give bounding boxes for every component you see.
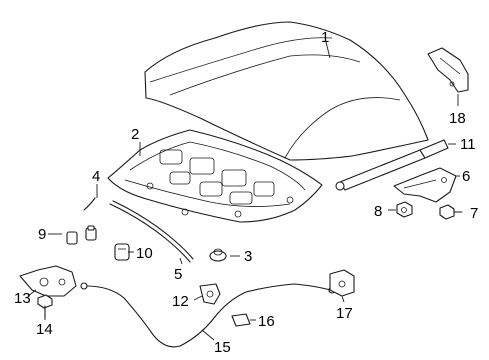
callout-4: 4 [92, 168, 100, 185]
leader-lines [27, 41, 460, 341]
part-lift-strut [335, 139, 449, 191]
callout-8: 8 [374, 203, 382, 220]
part-rod-clip [114, 243, 130, 261]
callout-5: 5 [174, 266, 182, 283]
callout-12: 12 [172, 293, 189, 310]
callout-14: 14 [36, 321, 53, 338]
callout-7: 7 [470, 205, 478, 222]
callout-11: 11 [460, 136, 476, 153]
part-grommet [209, 248, 227, 262]
part-latch-bolt [37, 294, 53, 319]
part-hood-inner-frame [107, 129, 323, 223]
part-latch [19, 265, 77, 297]
part-bolt [439, 204, 463, 220]
callout-3: 3 [244, 248, 252, 265]
part-nut [396, 201, 413, 218]
callout-10: 10 [136, 245, 153, 262]
callout-16: 16 [258, 313, 275, 330]
part-secondary-latch [329, 269, 355, 297]
part-hood-panel [144, 21, 429, 161]
part-support-rod [109, 200, 194, 263]
callout-2: 2 [131, 126, 139, 143]
callout-1: 1 [321, 29, 329, 46]
callout-15: 15 [214, 339, 231, 356]
callout-18: 18 [449, 110, 466, 127]
callout-6: 6 [462, 168, 470, 185]
callout-17: 17 [336, 305, 353, 322]
part-seal-strip [83, 197, 96, 211]
part-bumpers [66, 225, 97, 245]
callout-9: 9 [38, 226, 46, 243]
part-cable-clip [199, 283, 221, 305]
part-hood-hinge [393, 167, 457, 203]
callout-numbers: 1 2 3 4 5 6 7 8 9 10 11 12 13 14 15 16 1… [14, 29, 478, 356]
callout-13: 13 [14, 290, 31, 307]
part-hinge-bracket-upper [427, 47, 469, 93]
part-release-handle [231, 313, 251, 327]
